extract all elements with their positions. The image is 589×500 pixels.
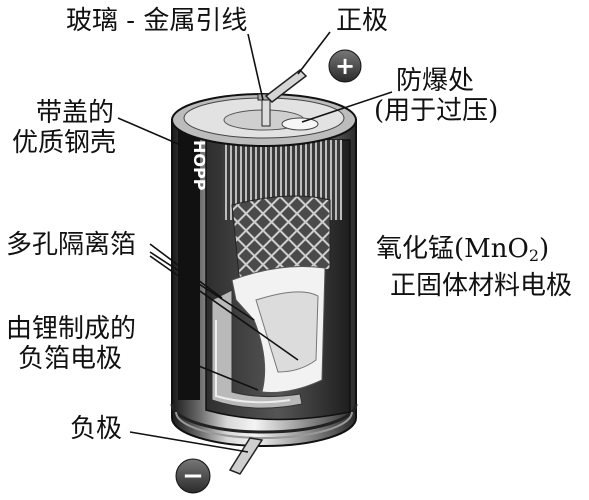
svg-text:−: −: [182, 461, 204, 491]
case-print: HOPP: [190, 140, 209, 191]
label-steel-case: 带盖的 优质钢壳: [12, 98, 117, 158]
label-vent: 防爆处 (用于过压): [374, 66, 499, 126]
label-cathode: 氧化锰(MnO2) 正固体材料电极: [376, 234, 573, 301]
cutaway-interior: [205, 139, 351, 421]
leader-lines: [117, 31, 393, 453]
label-positive-pole: 正极: [336, 6, 389, 36]
positive-tab: [264, 69, 308, 103]
plus-symbol-icon: +: [328, 49, 362, 83]
minus-symbol-icon: −: [175, 458, 211, 494]
negative-tab: [228, 437, 264, 475]
label-separator: 多孔隔离箔: [6, 230, 137, 260]
label-glass-metal-lead: 玻璃 - 金属引线: [66, 6, 248, 36]
vent-disc: [281, 117, 319, 131]
label-lithium-anode: 由锂制成的 负箔电极: [6, 314, 137, 374]
label-negative-pole: 负极: [70, 414, 123, 444]
case-lid: [171, 93, 357, 147]
svg-text:+: +: [335, 52, 355, 80]
